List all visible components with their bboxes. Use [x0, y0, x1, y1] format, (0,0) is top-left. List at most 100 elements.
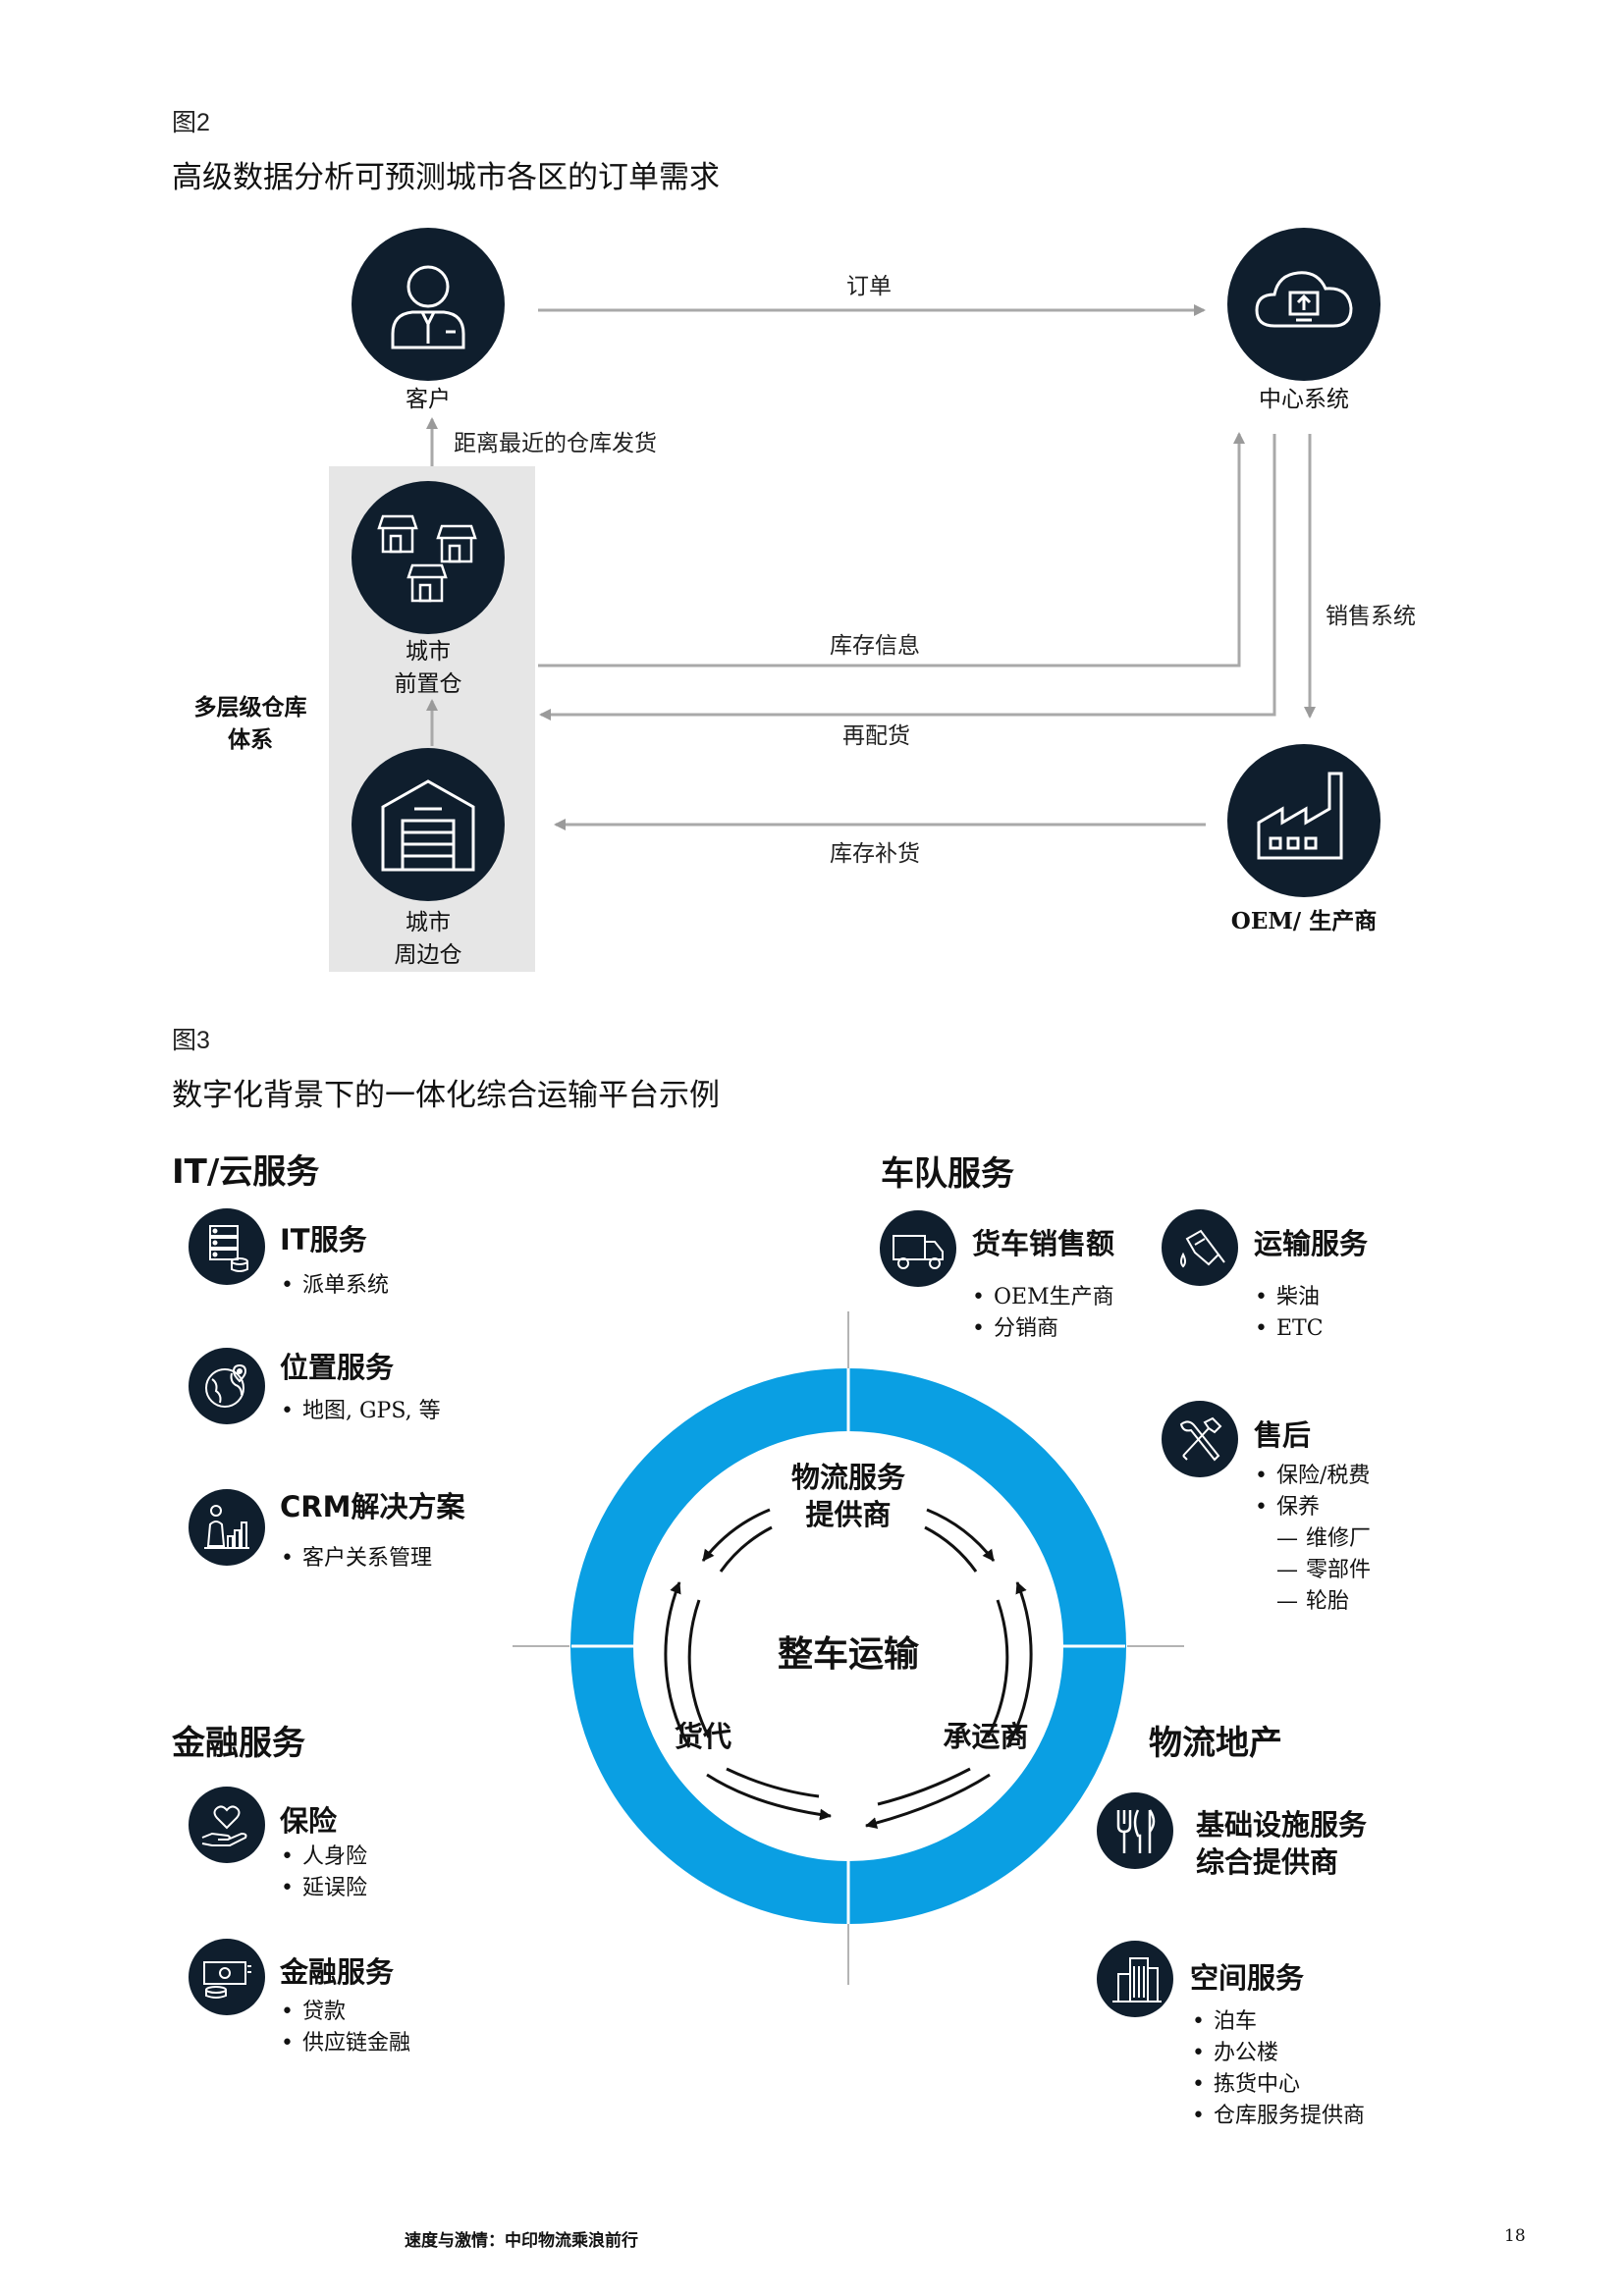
buildings-icon — [1097, 1941, 1173, 2017]
edge-label-ship-nearest: 距离最近的仓库发货 — [454, 431, 657, 456]
service-name-transport: 运输服务 — [1254, 1227, 1369, 1260]
list-item: 地图, GPS, 等 — [279, 1396, 441, 1427]
central-system-caption: 中心系统 — [1259, 387, 1349, 412]
arrow-inventory-info — [538, 432, 1245, 667]
cycle-arrow-right-outer — [1005, 1581, 1033, 1748]
service-list-truck-sales: OEM生产商 分销商 — [970, 1282, 1114, 1345]
customer-node — [352, 228, 505, 381]
service-list-it: 派单系统 — [279, 1270, 389, 1302]
list-item: 贷款 — [279, 1997, 410, 2028]
warehouse-group-label: 多层级仓库 体系 — [177, 691, 324, 756]
service-name-crm: CRM解决方案 — [280, 1490, 465, 1523]
page-number: 18 — [1504, 2226, 1526, 2246]
figure2-connectors — [426, 304, 1316, 830]
list-item: 延误险 — [279, 1873, 367, 1904]
peripheral-warehouse-node — [352, 748, 505, 901]
oem-node — [1227, 744, 1380, 897]
ring-label-forwarder: 货代 — [674, 1720, 731, 1753]
service-list-crm: 客户关系管理 — [279, 1543, 432, 1575]
warehouse-icon — [381, 779, 475, 872]
section-title-finance: 金融服务 — [172, 1724, 305, 1763]
service-name-space: 空间服务 — [1190, 1961, 1305, 1995]
cycle-arrow-left-outer — [664, 1581, 691, 1748]
list-subitem: 轮胎 — [1253, 1586, 1371, 1618]
customer-caption: 客户 — [406, 387, 451, 412]
cycle-arrow-bottom-right-inner — [877, 1767, 971, 1806]
list-subitem: 零部件 — [1253, 1555, 1371, 1586]
figure2-label: 图2 — [172, 109, 210, 136]
front-warehouse-caption-line1: 城市 — [406, 639, 451, 665]
list-item: 派单系统 — [279, 1270, 389, 1302]
list-item: 人身险 — [279, 1842, 367, 1873]
stores-icon — [377, 514, 477, 603]
service-name-truck-sales: 货车销售额 — [972, 1227, 1115, 1260]
cycle-arrow-right-inner — [986, 1599, 1009, 1738]
service-name-infrastructure-line1: 基础设施服务 — [1196, 1808, 1368, 1842]
front-warehouse-caption-line2: 前置仓 — [394, 671, 462, 697]
central-system-node — [1227, 228, 1380, 381]
edge-label-redistribute: 再配货 — [842, 723, 910, 749]
list-item: 泊车 — [1190, 2006, 1365, 2038]
list-item: ETC — [1253, 1313, 1324, 1345]
front-warehouse-caption: 城市 前置仓 — [352, 636, 505, 701]
list-item: 柴油 — [1253, 1282, 1324, 1313]
front-warehouse-node — [352, 481, 505, 634]
list-item: 拣货中心 — [1190, 2069, 1365, 2101]
list-item: 供应链金融 — [279, 2028, 410, 2059]
list-subitem: 维修厂 — [1253, 1523, 1371, 1555]
ring-label-logistics-provider-line2: 提供商 — [805, 1498, 892, 1531]
list-item: 客户关系管理 — [279, 1543, 432, 1575]
edge-label-order: 订单 — [846, 274, 892, 299]
wrench-hammer-icon — [1162, 1401, 1238, 1477]
cycle-arrow-bottom-left-outer — [706, 1773, 832, 1821]
service-name-financial: 金融服务 — [280, 1955, 395, 1989]
section-title-it-cloud: IT/云服务 — [172, 1152, 320, 1192]
peripheral-warehouse-caption: 城市 周边仓 — [352, 907, 505, 972]
crm-chart-person-icon — [189, 1489, 265, 1566]
figure2-title: 高级数据分析可预测城市各区的订单需求 — [172, 160, 720, 195]
list-item: OEM生产商 — [970, 1282, 1114, 1313]
service-list-insurance: 人身险 延误险 — [279, 1842, 367, 1904]
factory-icon — [1257, 772, 1343, 860]
cycle-arrow-top-left-outer — [701, 1508, 771, 1562]
service-name-infrastructure-line2: 综合提供商 — [1196, 1845, 1339, 1879]
cycle-arrow-top-right-inner — [924, 1525, 978, 1573]
list-item: 仓库服务提供商 — [1190, 2101, 1365, 2132]
cycle-arrow-bottom-right-outer — [865, 1773, 991, 1830]
warehouse-group-label-line2: 体系 — [228, 726, 273, 753]
section-title-logistics-property: 物流地产 — [1149, 1724, 1282, 1763]
service-name-infrastructure: 基础设施服务 综合提供商 — [1196, 1806, 1367, 1881]
cycle-arrow-left-inner — [687, 1599, 711, 1738]
cycle-arrow-bottom-left-inner — [726, 1767, 820, 1798]
service-list-space: 泊车 办公楼 拣货中心 仓库服务提供商 — [1190, 2006, 1365, 2132]
service-name-location: 位置服务 — [280, 1351, 395, 1384]
list-item: 保养 — [1253, 1492, 1371, 1523]
footer-title: 速度与激情：中印物流乘浪前行 — [405, 2231, 638, 2251]
peripheral-warehouse-caption-line2: 周边仓 — [394, 942, 462, 968]
peripheral-warehouse-caption-line1: 城市 — [406, 910, 451, 935]
service-list-financial: 贷款 供应链金融 — [279, 1997, 410, 2059]
person-icon — [391, 265, 465, 349]
service-name-aftersales: 售后 — [1254, 1418, 1312, 1452]
ring-label-logistics-provider: 物流服务 提供商 — [750, 1459, 947, 1533]
list-item: 保险/税费 — [1253, 1461, 1371, 1492]
heart-hand-icon — [189, 1787, 265, 1863]
ring-label-carrier: 承运商 — [943, 1720, 1029, 1753]
ring-label-logistics-provider-line1: 物流服务 — [790, 1461, 905, 1494]
cycle-arrow-top-right-outer — [926, 1508, 996, 1562]
fuel-nozzle-icon — [1162, 1209, 1238, 1286]
service-name-insurance: 保险 — [280, 1804, 338, 1838]
cloud-upload-icon — [1255, 271, 1353, 328]
ring-center-label: 整车运输 — [777, 1633, 919, 1675]
truck-icon — [880, 1210, 956, 1287]
section-title-fleet: 车队服务 — [881, 1154, 1014, 1194]
arrow-redistribute — [539, 434, 1276, 721]
oem-caption: OEM/ 生产商 — [1230, 908, 1378, 934]
service-list-transport: 柴油 ETC — [1253, 1282, 1324, 1345]
figure3-title: 数字化背景下的一体化综合运输平台示例 — [172, 1078, 720, 1113]
edge-label-sales-system: 销售系统 — [1326, 604, 1416, 629]
edge-label-inventory-info: 库存信息 — [830, 633, 920, 659]
service-list-location: 地图, GPS, 等 — [279, 1396, 441, 1427]
list-item: 办公楼 — [1190, 2038, 1365, 2069]
